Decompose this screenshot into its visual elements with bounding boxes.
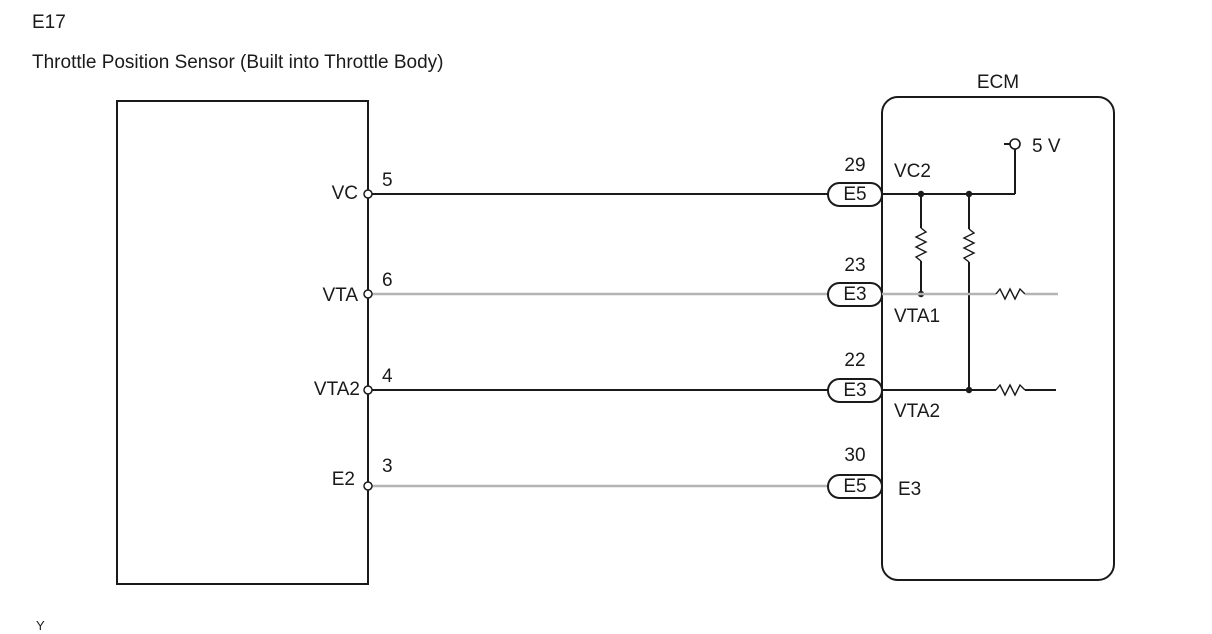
pin-number-e2: 3: [382, 456, 393, 477]
pin-number-vta: 6: [382, 270, 393, 291]
supply-voltage-label: 5 V: [1032, 136, 1061, 157]
ecm-label: ECM: [977, 72, 1019, 93]
ecm-signal-e3: E3: [898, 479, 921, 500]
ecm-pin-number: 29: [844, 155, 865, 176]
ecm-pin-number: 22: [844, 350, 865, 371]
terminal-e2: [363, 481, 373, 491]
terminal-label-vc: VC: [332, 183, 358, 204]
ecm-pin-number: 23: [844, 255, 865, 276]
terminal-vc: [363, 189, 373, 199]
ecm-internal-circuit: [882, 138, 1058, 397]
connector-22: E3: [827, 378, 883, 403]
connector-code: E5: [843, 476, 866, 497]
connector-30: E5: [827, 474, 883, 499]
connector-29: E5: [827, 182, 883, 207]
footer-mark: Y: [36, 618, 45, 633]
terminal-vta2: [363, 385, 373, 395]
connector-code: E3: [843, 380, 866, 401]
part-code: E17: [32, 12, 66, 33]
ecm-signal-vta2: VTA2: [894, 401, 940, 422]
connector-code: E5: [843, 184, 866, 205]
terminal-label-e2: E2: [332, 469, 355, 490]
terminal-label-vta: VTA: [322, 285, 358, 306]
pin-number-vta2: 4: [382, 366, 393, 387]
ecm-pin-number: 30: [844, 445, 865, 466]
connector-23: E3: [827, 282, 883, 307]
connector-code: E3: [843, 284, 866, 305]
ecm-signal-vta1: VTA1: [894, 306, 940, 327]
component-title: Throttle Position Sensor (Built into Thr…: [32, 52, 444, 73]
ecm-box: [881, 96, 1115, 581]
ecm-signal-vc2: VC2: [894, 161, 931, 182]
sensor-box: [116, 100, 369, 585]
terminal-label-vta2: VTA2: [314, 379, 360, 400]
pin-number-vc: 5: [382, 170, 393, 191]
terminal-vta: [363, 289, 373, 299]
supply-terminal: [1009, 138, 1021, 150]
